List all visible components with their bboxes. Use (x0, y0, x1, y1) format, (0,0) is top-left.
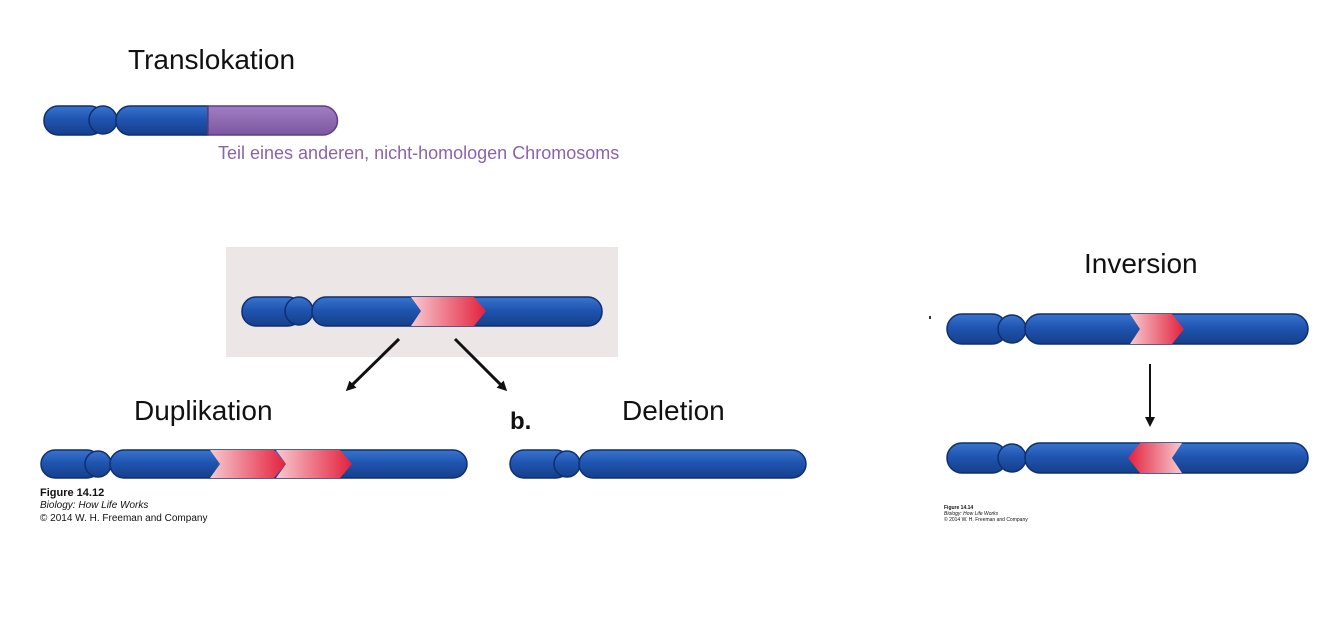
duplication-chromosome (40, 449, 468, 479)
panel-letter-b: b. (510, 408, 532, 435)
caption-right-figure: Figure 14.14 (944, 505, 974, 511)
translocation-chromosome (43, 105, 339, 136)
deletion-title: Deletion (622, 395, 725, 426)
small-mark (929, 316, 931, 319)
translocated-segment (207, 105, 339, 136)
caption-left-book: Biology: How Life Works (40, 500, 149, 511)
red-segment-2 (276, 450, 352, 478)
caption-right-book: Biology: How Life Works (944, 511, 999, 517)
caption-right-copyright: © 2014 W. H. Freeman and Company (944, 517, 1028, 523)
inversion-chromosome-inverted (946, 442, 1309, 474)
red-segment (1130, 314, 1184, 344)
red-segment-1 (210, 450, 286, 478)
red-segment-inverted (1128, 443, 1182, 473)
arrow-to-duplication (345, 337, 401, 392)
arrow-to-deletion (453, 337, 508, 392)
inversion-title: Inversion (1084, 248, 1198, 279)
caption-left-figure: Figure 14.12 (40, 487, 105, 499)
red-segment (411, 297, 486, 326)
caption-left-copyright: © 2014 W. H. Freeman and Company (40, 513, 208, 524)
deletion-chromosome (509, 449, 807, 479)
duplication-title: Duplikation (134, 395, 273, 426)
translocation-note: Teil eines anderen, nicht-homologen Chro… (218, 143, 620, 163)
translocation-title: Translokation (128, 44, 296, 75)
inversion-chromosome-original (946, 313, 1309, 345)
source-chromosome (241, 296, 603, 327)
